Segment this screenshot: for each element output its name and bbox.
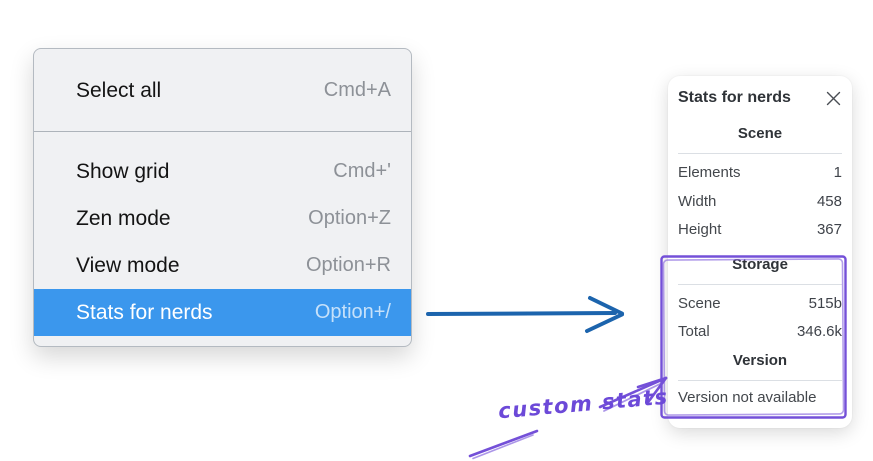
menu-item-label: Select all xyxy=(76,78,162,102)
close-button[interactable] xyxy=(824,89,842,107)
menu-item-shortcut: Cmd+A xyxy=(323,79,391,101)
menu-item-view-mode[interactable]: View mode Option+R xyxy=(34,242,411,289)
menu-item-select-all[interactable]: Select all Cmd+A xyxy=(34,67,411,114)
stat-value: 458 xyxy=(816,192,842,210)
menu-item-stats-for-nerds[interactable]: Stats for nerds Option+/ xyxy=(34,289,411,336)
stat-row-width: Width 458 xyxy=(678,188,842,217)
menu-item-zen-mode[interactable]: Zen mode Option+Z xyxy=(34,195,411,242)
menu-divider xyxy=(34,131,411,132)
version-note: Version not available xyxy=(678,388,817,406)
stat-value: 367 xyxy=(816,221,842,238)
menu-item-shortcut: Cmd+' xyxy=(333,160,391,182)
menu-item-label: Zen mode xyxy=(76,206,171,230)
stats-panel: Stats for nerds Scene Elements 1 Width 4… xyxy=(668,76,852,428)
stat-value: 346.6k xyxy=(796,323,842,340)
menu-item-show-grid[interactable]: Show grid Cmd+' xyxy=(34,148,411,195)
menu-item-shortcut: Option+/ xyxy=(314,301,391,323)
section-header-storage: Storage xyxy=(732,255,788,273)
stat-row-elements: Elements 1 xyxy=(678,159,842,188)
stats-panel-header: Stats for nerds xyxy=(678,88,842,108)
annotation-custom-stats: custom stats xyxy=(497,384,670,424)
section-header-scene: Scene xyxy=(737,125,783,142)
section-divider xyxy=(678,379,842,381)
stat-row-height: Height 367 xyxy=(678,216,842,245)
stats-panel-title: Stats for nerds xyxy=(678,89,791,106)
scene-rows: Elements 1 Width 458 Height 367 xyxy=(678,159,842,245)
section-header-version: Version xyxy=(732,351,788,369)
menu-item-shortcut: Option+R xyxy=(305,254,391,276)
stat-label: Total xyxy=(678,323,710,340)
stat-label: Width xyxy=(678,192,717,210)
stat-value: 1 xyxy=(833,164,842,181)
menu-item-label: Stats for nerds xyxy=(76,300,213,324)
stat-label: Height xyxy=(678,221,722,238)
menu-item-label: View mode xyxy=(76,253,180,277)
storage-rows: Scene 515b Total 346.6k xyxy=(678,290,842,347)
stat-row-scene-storage: Scene 515b xyxy=(678,290,842,319)
section-divider xyxy=(678,153,842,154)
menu-item-label: Show grid xyxy=(76,159,170,183)
section-divider xyxy=(678,283,842,285)
stat-row-total-storage: Total 346.6k xyxy=(678,318,842,347)
context-menu: Select all Cmd+A Show grid Cmd+' Zen mod… xyxy=(33,48,412,347)
stat-label: Elements xyxy=(678,164,741,181)
close-icon xyxy=(826,91,840,105)
stat-value: 515b xyxy=(808,294,842,312)
menu-item-shortcut: Option+Z xyxy=(308,207,391,229)
stat-label: Scene xyxy=(678,294,721,312)
blue-arrow xyxy=(426,296,624,333)
